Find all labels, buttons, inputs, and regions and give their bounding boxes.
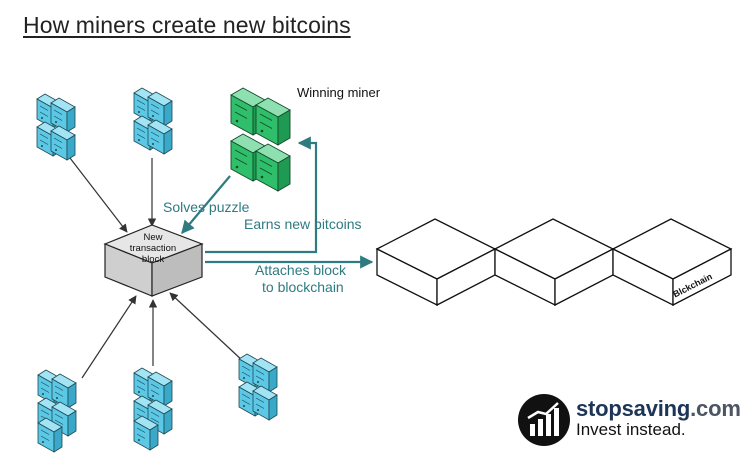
arrow-top-left-miner bbox=[69, 157, 128, 233]
logo-brand-part2: .com bbox=[690, 396, 741, 421]
miner-top-left bbox=[37, 94, 75, 160]
page-title: How miners create new bitcoins bbox=[23, 12, 351, 38]
winning-miner-label: Winning miner bbox=[297, 85, 381, 100]
logo-chart-icon bbox=[518, 394, 570, 446]
blockchain-block-1 bbox=[375, 218, 497, 307]
stopsaving-logo: stopsaving.com Invest instead. bbox=[518, 394, 741, 446]
logo-brand: stopsaving.com bbox=[576, 396, 741, 422]
miner-top-center bbox=[134, 88, 172, 154]
blockchain-block-3 bbox=[611, 218, 733, 307]
logo-tagline: Invest instead. bbox=[576, 420, 686, 439]
arrow-solves-puzzle bbox=[181, 175, 231, 235]
miner-arrows bbox=[69, 157, 245, 379]
miner-bottom-right bbox=[239, 354, 277, 420]
new-transaction-block bbox=[103, 224, 204, 297]
arrow-earns-bitcoins bbox=[205, 136, 318, 254]
new-block-label-line2: transaction bbox=[130, 243, 176, 254]
logo-brand-part1: stopsaving bbox=[576, 396, 691, 421]
new-block-label-line1: New bbox=[143, 232, 162, 243]
arrow-bottom-right-miner bbox=[169, 292, 245, 363]
solves-puzzle-label: Solves puzzle bbox=[163, 199, 250, 215]
attaches-block-label-line2: to blockchain bbox=[262, 279, 344, 295]
winning-miner-servers bbox=[230, 87, 291, 192]
earns-new-bitcoins-label: Earns new bitcoins bbox=[244, 216, 362, 232]
blockchain bbox=[375, 218, 733, 307]
miner-bottom-center bbox=[133, 368, 172, 451]
miner-bottom-left bbox=[37, 370, 76, 453]
arrow-bottom-left-miner bbox=[81, 295, 137, 379]
attaches-block-label-line1: Attaches block bbox=[255, 262, 347, 278]
teal-arrows bbox=[181, 136, 374, 269]
new-block-label-line3: block bbox=[142, 254, 164, 265]
blockchain-block-2 bbox=[493, 218, 615, 307]
